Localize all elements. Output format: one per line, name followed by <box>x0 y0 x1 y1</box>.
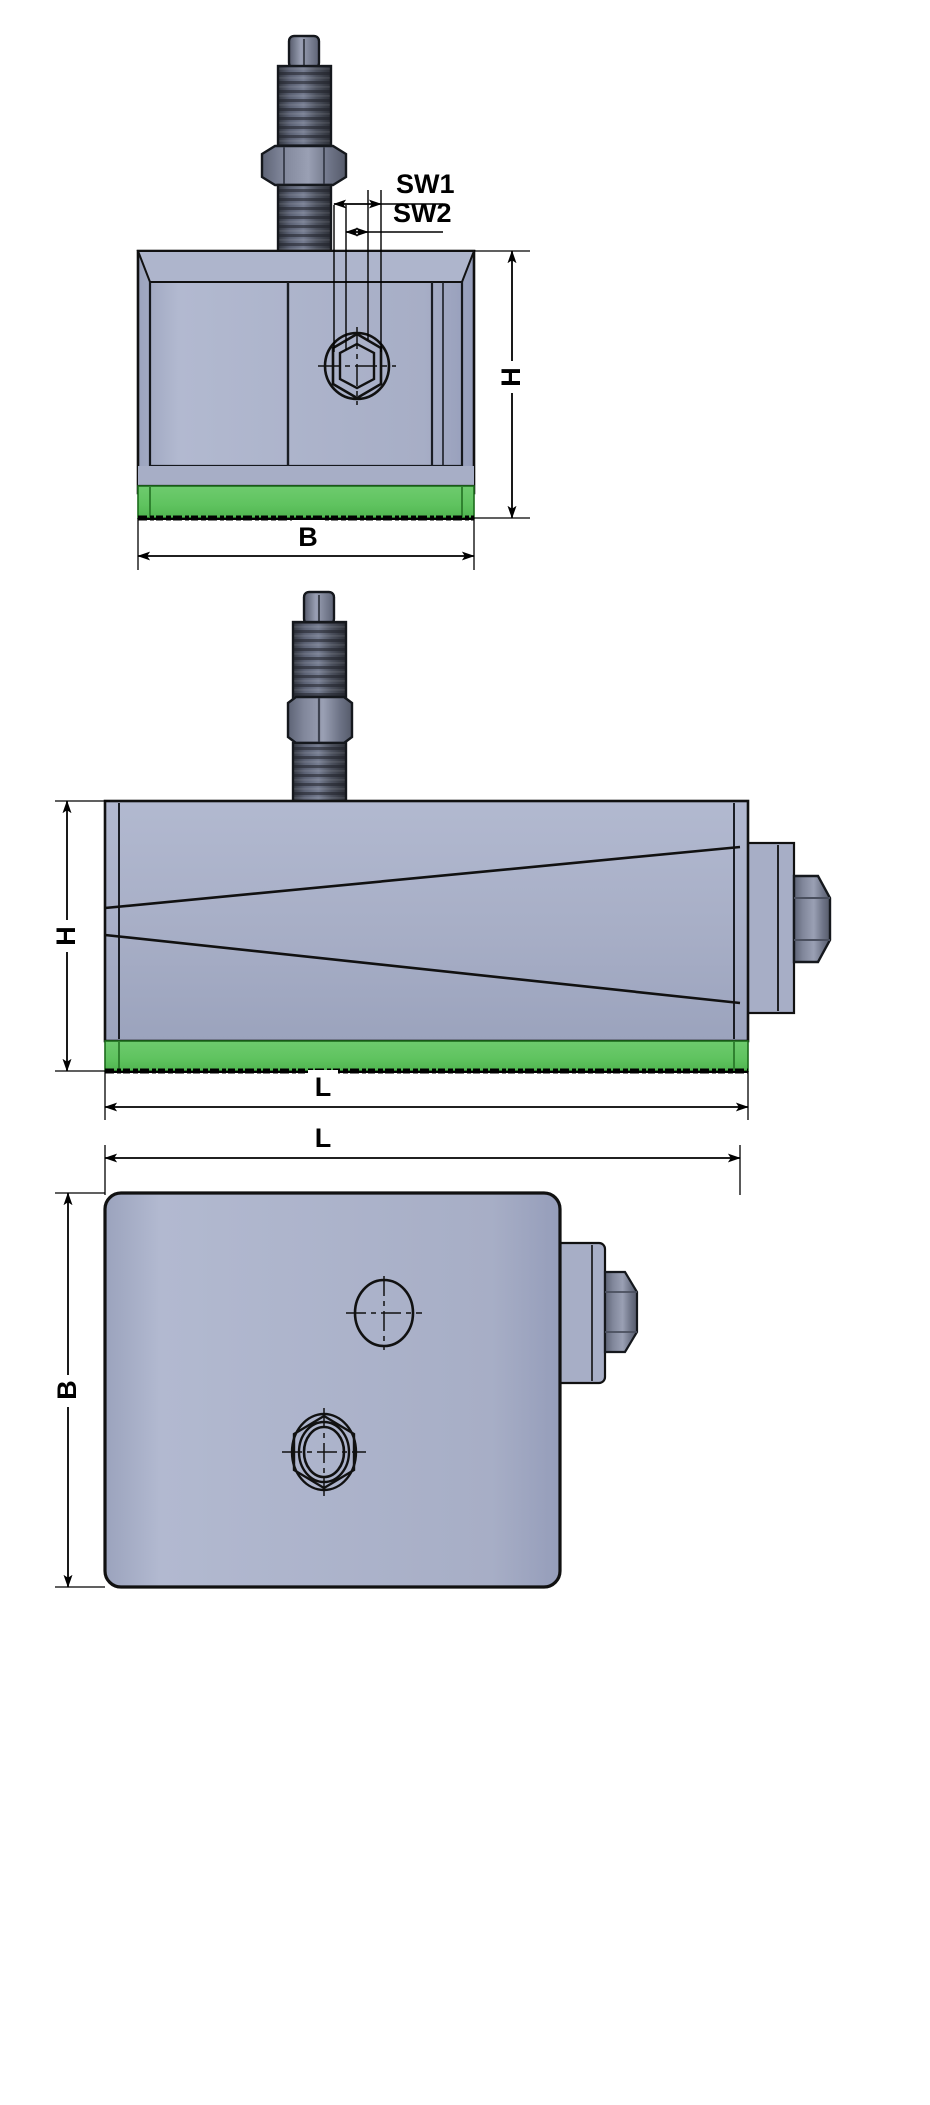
front-rubber-pad <box>137 485 475 521</box>
side-h-dimension: H <box>48 800 110 1072</box>
top-view: L <box>50 1120 741 1589</box>
taper-line-lower <box>104 933 741 1005</box>
front-threaded-stud-lower <box>276 183 333 254</box>
front-b-dimension: B <box>137 518 475 570</box>
top-side-hex-nut <box>603 1270 639 1354</box>
top-l-dimension: L <box>104 1120 741 1195</box>
front-h-dimension: H <box>474 250 532 519</box>
front-threaded-stud-upper <box>276 64 333 153</box>
front-view: SW1 SW2 H B <box>136 34 532 570</box>
taper-line-upper <box>104 845 741 910</box>
top-plate-outline <box>103 1191 562 1589</box>
side-body-block <box>103 799 750 1043</box>
front-lock-nut <box>260 144 348 187</box>
front-stud-tip <box>287 34 321 70</box>
side-stud-tip <box>302 590 336 626</box>
l-side-label: L <box>315 1072 332 1102</box>
h-front-label: H <box>496 367 526 387</box>
side-view: H L <box>48 590 832 1120</box>
side-hex-nut <box>792 874 832 964</box>
b-front-label: B <box>298 522 318 552</box>
side-rubber-pad <box>104 1040 749 1074</box>
side-l-dimension: L <box>104 1070 749 1120</box>
side-lock-nut <box>286 695 354 745</box>
sw1-label: SW1 <box>396 169 455 199</box>
top-plate <box>103 1191 562 1589</box>
top-center-hex-nut <box>282 1408 366 1496</box>
l-top-label: L <box>315 1123 332 1153</box>
top-b-dimension: B <box>50 1192 105 1588</box>
top-circular-hole <box>346 1276 422 1350</box>
front-sw-dimension-group: SW1 SW2 <box>333 169 455 352</box>
side-threaded-stud-upper <box>291 620 348 704</box>
h-side-label: H <box>51 926 81 946</box>
side-threaded-stud-lower <box>291 741 348 804</box>
sw2-label: SW2 <box>393 198 452 228</box>
b-top-label: B <box>52 1380 82 1400</box>
front-body-block <box>136 249 476 495</box>
